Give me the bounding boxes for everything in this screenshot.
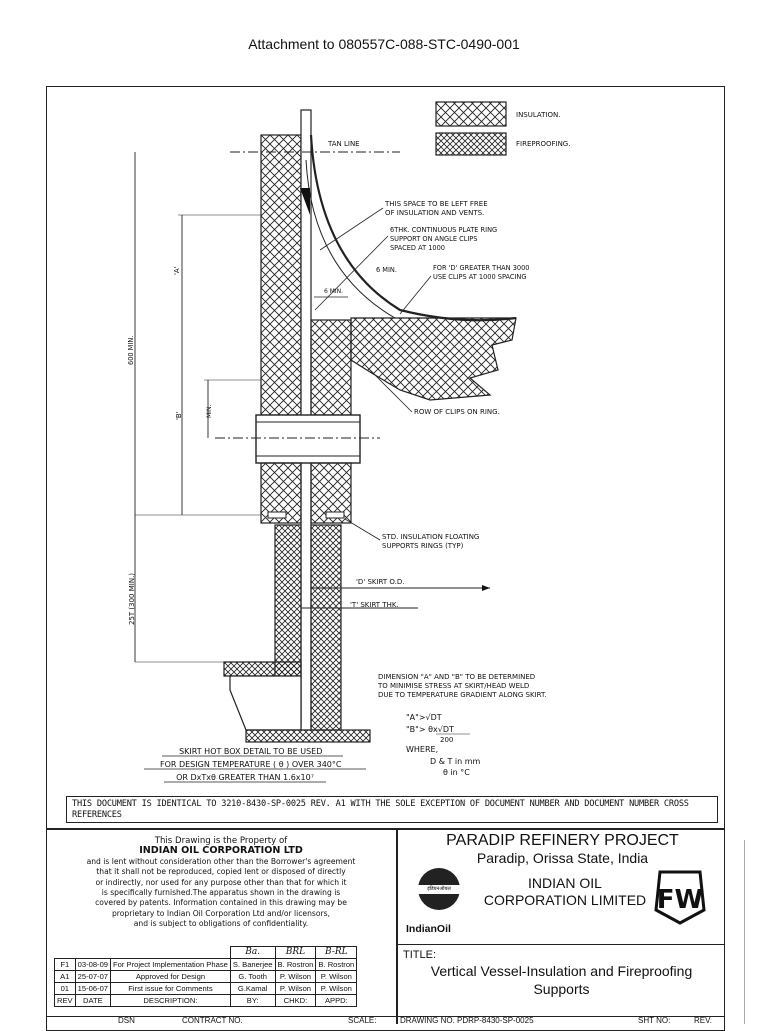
bottom-strip: DSN CONTRACT NO. SCALE: DRAWING NO. PDRP… [46, 1016, 725, 1025]
upper-insulation-column [260, 134, 302, 416]
leader-row-clips [369, 369, 413, 413]
contract-label: CONTRACT NO. [182, 1016, 243, 1025]
fw-logo: FW [654, 870, 706, 925]
sheet-number-label: SHT NO: [638, 1016, 671, 1025]
fireproofing-legend-label: FIREPROOFING. [516, 140, 570, 148]
scale-label: SCALE: [348, 1016, 377, 1025]
note-plate-ring: 6THK. CONTINUOUS PLATE RING SUPPORT ON A… [390, 226, 499, 252]
project-location: Paradip, Orissa State, India [476, 850, 649, 866]
attachment-title: Attachment to 080557C-088-STC-0490-001 [248, 36, 520, 52]
project-title: PARADIP REFINERY PROJECT [446, 832, 679, 849]
where-theta: θ in °C [443, 768, 470, 777]
title-divider [396, 944, 725, 945]
insulation-legend-label: INSULATION. [516, 111, 561, 119]
support-ring-left [267, 511, 287, 519]
leader-ring [314, 235, 389, 311]
six-min-label-2: 6 MIN. [324, 288, 343, 295]
dim-600-label: 600 MIN. [127, 336, 135, 365]
where-label: WHERE, [406, 745, 438, 754]
head-insulation-block [350, 317, 517, 401]
tan-line-label: TAN LINE [327, 140, 360, 148]
dim-min-label: MIN. [206, 405, 213, 418]
dim-b-label: 'B' [175, 411, 183, 420]
insulation-legend-swatch [435, 101, 507, 127]
property-notice: This Drawing is the Property of INDIAN O… [86, 836, 356, 929]
dimension-note: DIMENSION "A" AND "B" TO BE DETERMINED T… [377, 673, 547, 699]
rev-label: REV. [694, 1016, 712, 1025]
drawing-caption: SKIRT HOT BOX DETAIL TO BE USED FOR DESI… [160, 747, 344, 782]
vessel-head-inner-curve [305, 159, 396, 319]
leader-space [319, 207, 384, 251]
formula-a: "A">√DT [406, 713, 442, 722]
skirt-thk-label: 'T' SKIRT THK. [350, 601, 399, 609]
title-label: TITLE: [403, 949, 437, 961]
title-block-divider [46, 828, 725, 830]
row-of-clips-label: ROW OF CLIPS ON RING. [414, 408, 500, 416]
dim-25t-label: 25T (300 MIN.) [128, 573, 136, 625]
base-plate [245, 729, 371, 743]
formula-b-denominator: 200 [440, 736, 453, 744]
drawing-title: Vertical Vessel-Insulation and Fireproof… [430, 963, 693, 997]
indian-oil-wordmark: IndianOil [406, 923, 451, 935]
space-wedge [300, 188, 310, 215]
formula-b: "B"> θx√DT [406, 725, 454, 734]
hot-box-ring [255, 414, 361, 464]
six-min-label: 6 MIN. [376, 266, 397, 274]
lower-fireproofing-right [310, 524, 342, 731]
fireproofing-legend-swatch [435, 132, 507, 156]
leader-clips [399, 275, 432, 315]
support-ring-right [325, 511, 345, 519]
company-name: INDIAN OIL CORPORATION LIMITED [483, 875, 647, 908]
drawing-number: DRAWING NO. PDRP-8430-SP-0025 [400, 1016, 534, 1025]
scan-edge-line [744, 840, 745, 1024]
skirt-od-label: 'D' SKIRT O.D. [356, 578, 404, 586]
dsn-label: DSN [118, 1016, 135, 1025]
signature-row: Ba. BRL B-RL [55, 946, 358, 959]
identical-document-note: THIS DOCUMENT IS IDENTICAL TO 3210-8430-… [66, 796, 718, 823]
note-clips: FOR 'D' GREATER THAN 3000 USE CLIPS AT 1… [433, 264, 532, 281]
base-ring-hatched [223, 661, 302, 677]
where-dt: D & T in mm [430, 757, 481, 766]
dim-a-label: 'A' [173, 266, 181, 275]
indian-oil-logo: इंडियनऑयल [418, 868, 460, 910]
note-space-free: THIS SPACE TO BE LEFT FREE OF INSULATION… [384, 200, 490, 217]
base-chair [229, 675, 302, 731]
inner-insulation [310, 319, 352, 416]
svg-text:FW: FW [657, 885, 703, 915]
note-std-supports: STD. INSULATION FLOATING SUPPORTS RINGS … [382, 533, 482, 550]
title-block-vertical-divider [396, 828, 398, 1024]
